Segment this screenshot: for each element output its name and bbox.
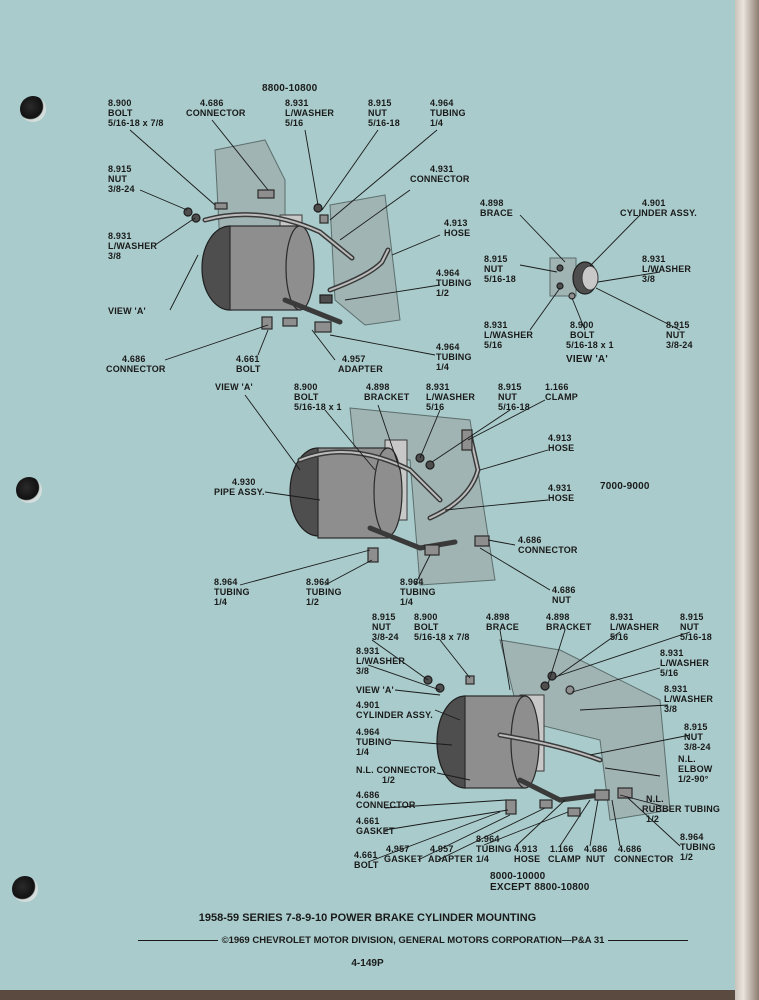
binder-hole-top <box>20 96 46 122</box>
diagram-1-artwork <box>183 139 401 333</box>
view-a-detail-title: VIEW 'A' <box>566 354 608 365</box>
svg-text:VIEW 'A': VIEW 'A' <box>108 306 146 316</box>
binder-hole-middle <box>16 477 42 503</box>
diagram-1-series-label: 8800-10800 <box>262 83 318 94</box>
diagram-2-artwork <box>289 407 496 586</box>
view-a-leader-lines <box>519 214 681 331</box>
page-number: 4-149P <box>351 958 384 969</box>
footer-rule-left <box>137 939 218 941</box>
page-title: 1958-59 SERIES 7-8-9-10 POWER BRAKE CYLI… <box>198 912 537 924</box>
page-stack-edge <box>735 0 759 1000</box>
diagram-3-artwork <box>423 639 671 821</box>
diagram-2-series-label: 7000-9000 <box>600 481 650 492</box>
copyright-line: ©1969 CHEVROLET MOTOR DIVISION, GENERAL … <box>118 935 708 946</box>
footer-rule-right <box>608 939 689 941</box>
copyright-text: ©1969 CHEVROLET MOTOR DIVISION, GENERAL … <box>221 935 605 946</box>
svg-text:VIEW 'A': VIEW 'A' <box>356 685 394 695</box>
binder-hole-bottom <box>12 876 38 902</box>
svg-text:VIEW 'A': VIEW 'A' <box>215 382 253 392</box>
view-a-detail-artwork <box>549 257 599 300</box>
diagram-1-leader-lines <box>129 119 441 361</box>
diagram-2-leader-lines <box>239 394 551 591</box>
diagram-3-leader-lines <box>367 629 691 863</box>
